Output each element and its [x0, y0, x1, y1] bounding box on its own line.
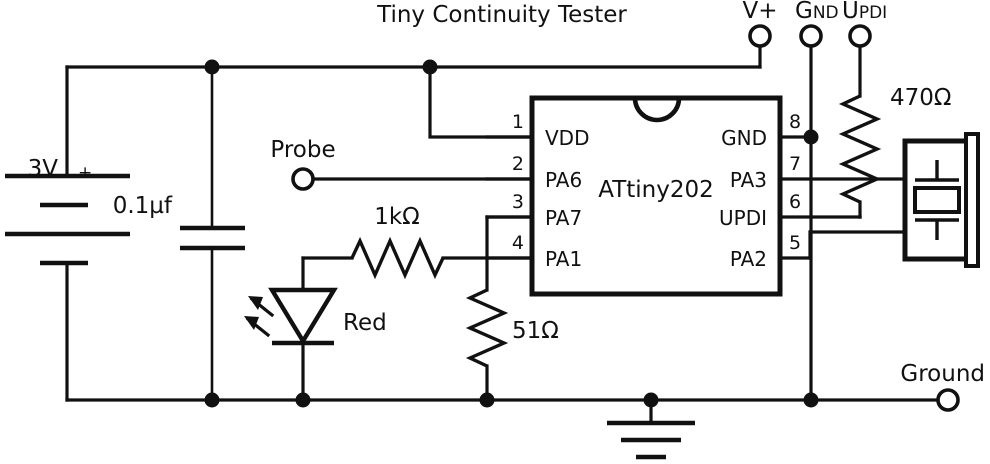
- led-emission-arrows: [244, 296, 275, 338]
- resistor-470: 470Ω: [838, 85, 951, 219]
- bottom-ground-rail: [65, 392, 938, 408]
- junction-dot: [295, 392, 311, 408]
- terminal-ground[interactable]: Ground: [900, 361, 985, 412]
- battery-voltage-label: 3V: [28, 156, 59, 182]
- resistor-470-label: 470Ω: [890, 85, 951, 111]
- pin-number-4: 4: [512, 232, 524, 254]
- pin-name-7: PA3: [730, 168, 767, 192]
- pin-number-1: 1: [512, 111, 524, 133]
- pin-number-3: 3: [512, 191, 524, 213]
- pin-name-8: GND: [721, 126, 767, 150]
- gnd-header-label: GND: [795, 0, 839, 24]
- pin-number-2: 2: [512, 153, 524, 175]
- terminal-updi-header[interactable]: UPDI: [842, 0, 887, 98]
- pin-number-8: 8: [789, 111, 801, 133]
- resistor-51-label: 51Ω: [512, 318, 559, 344]
- connector-jack: [808, 132, 980, 268]
- junction-dot: [803, 129, 819, 145]
- junction-dot: [204, 59, 220, 75]
- junction-dot: [422, 59, 438, 75]
- ground-terminal-label: Ground: [900, 361, 985, 387]
- pin-number-6: 6: [789, 191, 801, 213]
- pin-name-1: VDD: [545, 126, 589, 150]
- ic-attiny202: ATtiny202 VDD PA6 PA7 PA1 GND PA3 UPDI P…: [485, 95, 907, 297]
- capacitor-decoupling: 0.1µf: [113, 193, 245, 402]
- battery-polarity-label: +: [78, 163, 92, 183]
- pin-name-2: PA6: [545, 168, 582, 192]
- junction-dot: [479, 392, 495, 408]
- resistor-1k-label: 1kΩ: [374, 204, 420, 230]
- battery-3v: 3V +: [5, 156, 130, 402]
- updi-header-label: UPDI: [842, 0, 887, 24]
- pin-name-4: PA1: [545, 247, 582, 271]
- v-plus-label: V+: [742, 0, 777, 24]
- capacitor-value-label: 0.1µf: [113, 193, 173, 219]
- pin-number-7: 7: [789, 153, 801, 175]
- ic-part-number: ATtiny202: [598, 177, 714, 203]
- pin-number-5: 5: [789, 232, 801, 254]
- terminal-probe[interactable]: Probe: [270, 137, 534, 191]
- terminal-gnd-header[interactable]: GND: [795, 0, 839, 402]
- pin-name-3: PA7: [545, 206, 582, 230]
- junction-dot: [204, 392, 220, 408]
- led-color-label: Red: [343, 310, 387, 336]
- junction-dot: [803, 392, 819, 408]
- diagram-title: Tiny Continuity Tester: [376, 2, 627, 28]
- earth-ground-symbol: [607, 398, 695, 460]
- top-power-rail: [65, 44, 762, 230]
- terminal-v-plus[interactable]: V+: [742, 0, 778, 48]
- pin-name-5: PA2: [730, 247, 767, 271]
- pin-name-6: UPDI: [719, 206, 767, 230]
- led-red: Red: [244, 256, 387, 402]
- probe-label: Probe: [270, 137, 335, 163]
- resistor-1k: 1kΩ: [301, 204, 534, 280]
